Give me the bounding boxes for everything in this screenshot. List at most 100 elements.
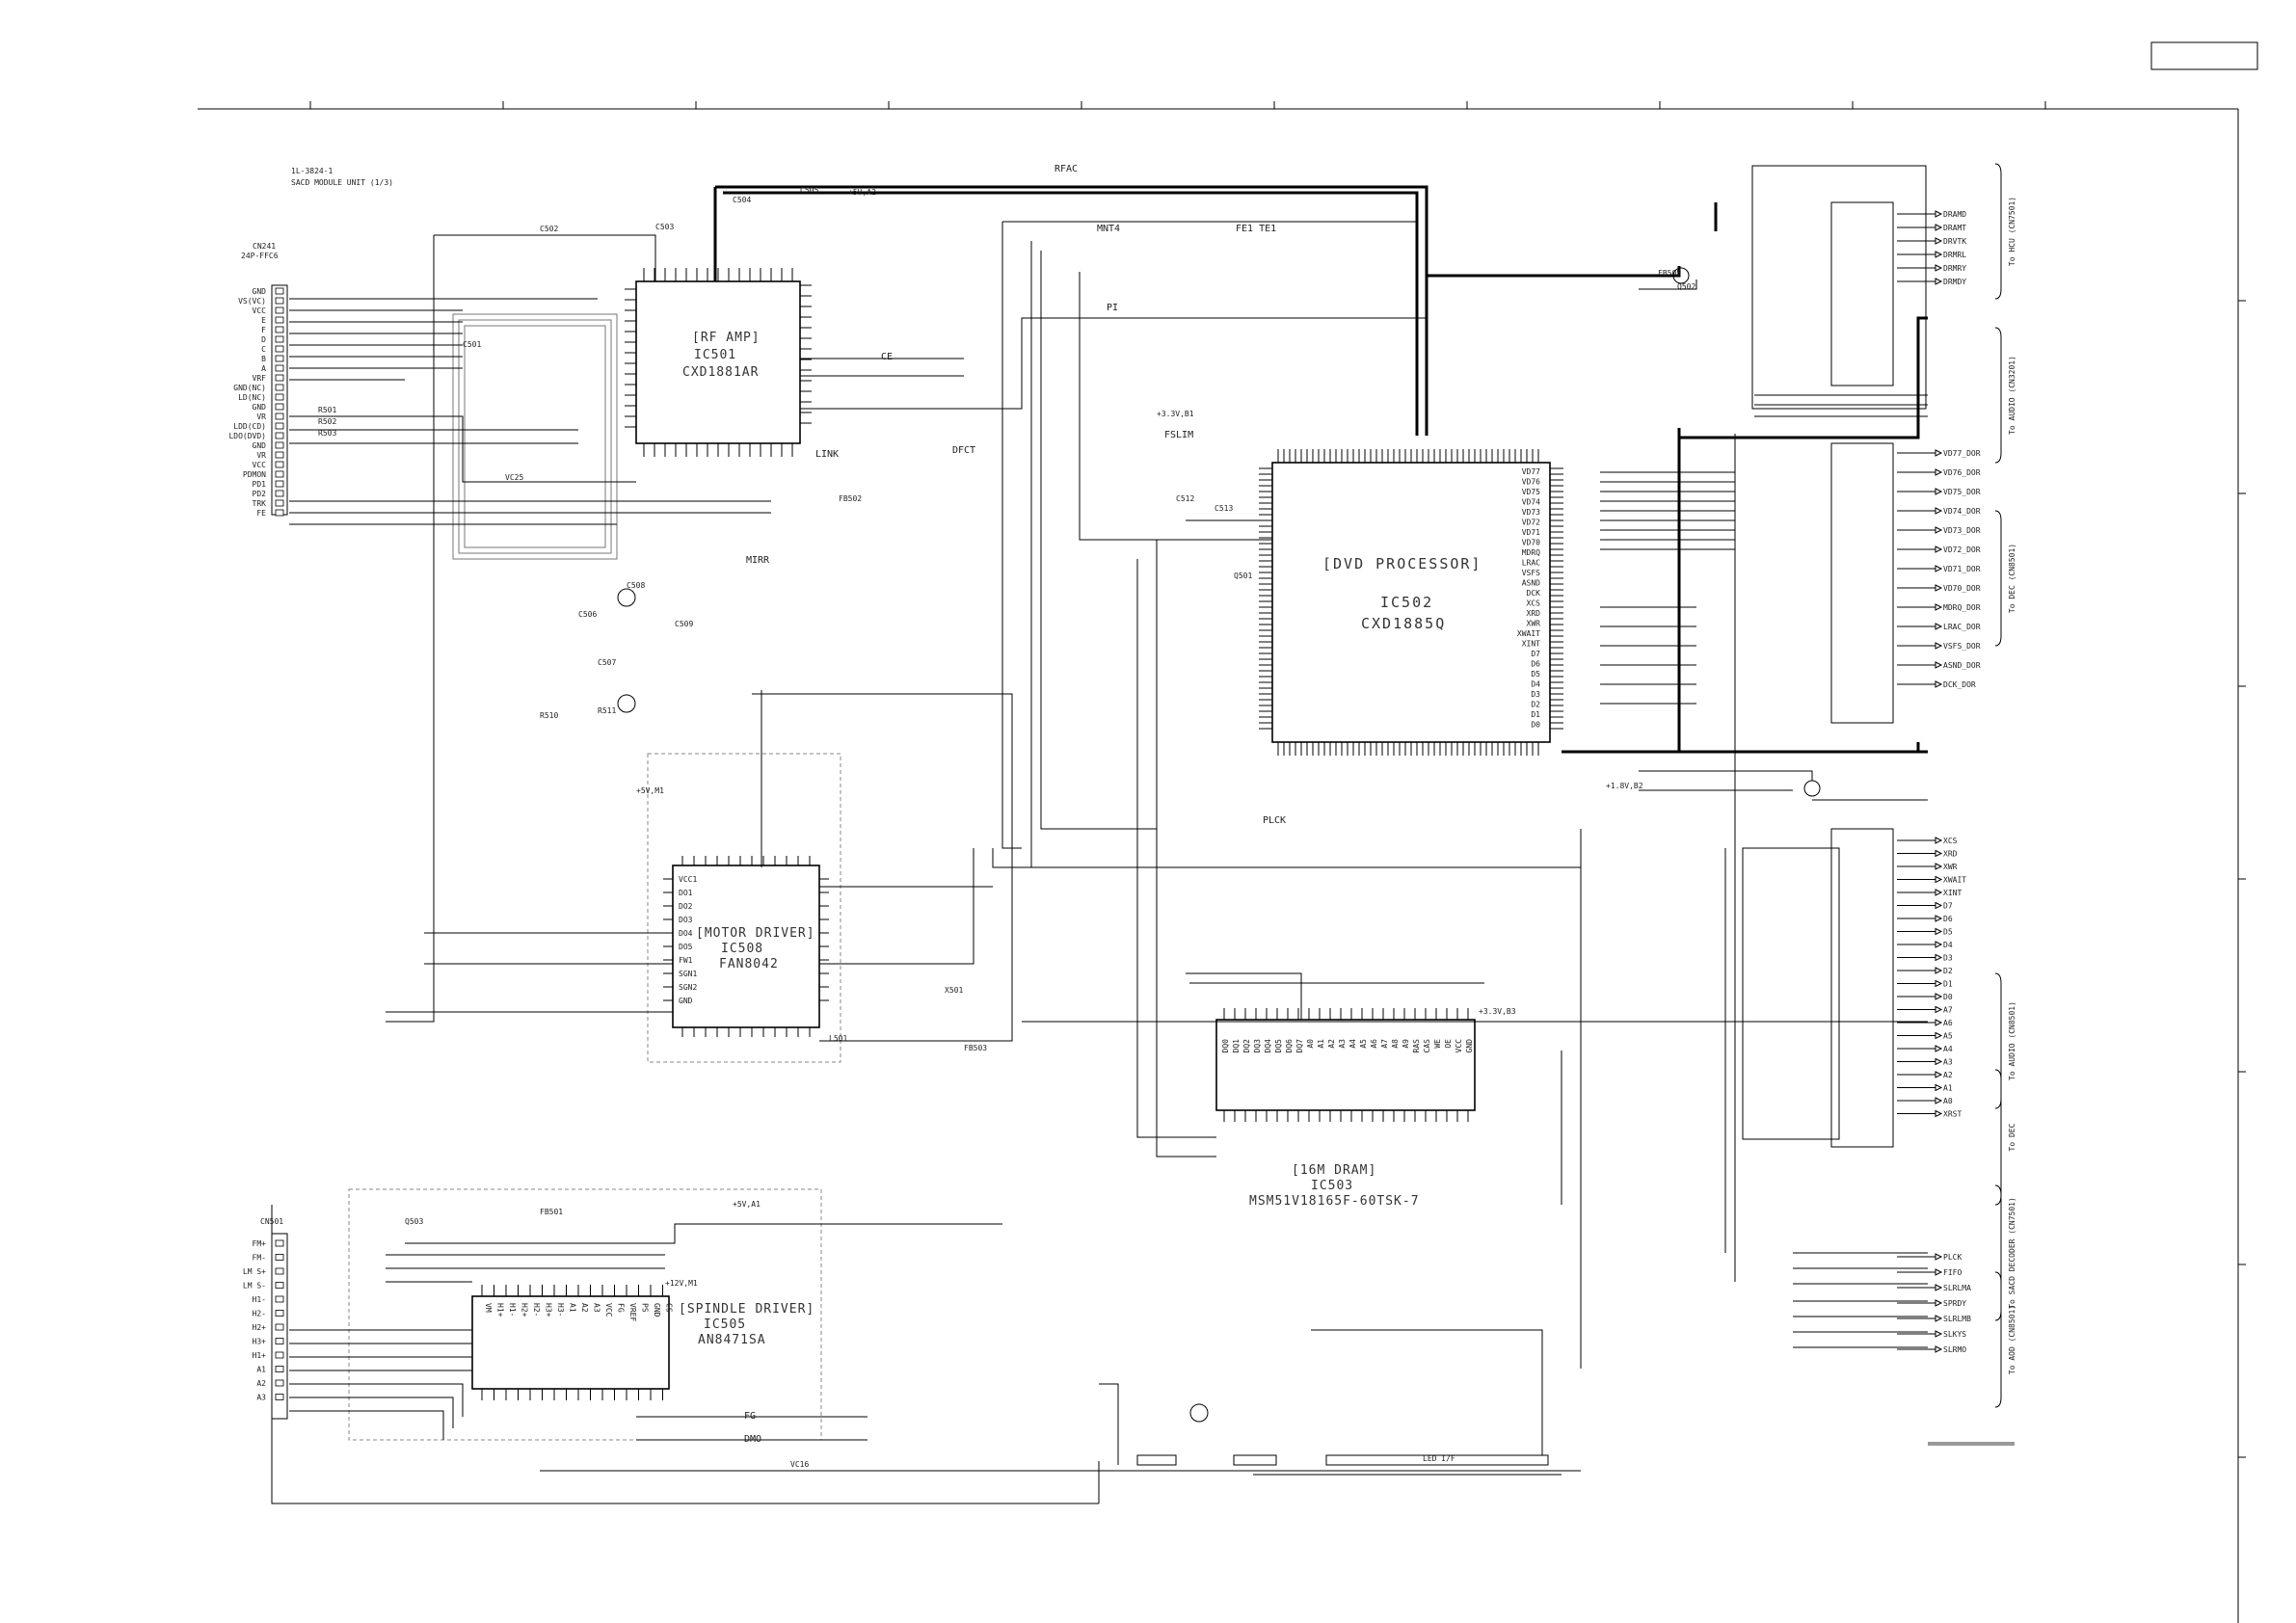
port-arrow	[1935, 863, 1943, 870]
right-signal-label: XINT	[1943, 889, 1962, 897]
ic503-pin-label: RAS	[1412, 1039, 1421, 1053]
cn241-connector: CN241 24P-FFC6 GNDVS(VC)VCCEFDCBAVRFGND(…	[228, 242, 288, 518]
cn501-pin	[275, 1239, 284, 1247]
right-signal-label: DRMRL	[1943, 251, 1966, 259]
side-note: To AOD (CN8501)	[2008, 1305, 2016, 1374]
ic503-pin-label: A8	[1391, 1039, 1400, 1049]
right-signal-label: SLKYS	[1943, 1330, 1966, 1339]
right-signal-label: D6	[1943, 915, 1953, 923]
ic502-pin-label: D7	[1531, 650, 1540, 658]
ic503-pin-label: OE	[1444, 1039, 1453, 1049]
right-signal-label: XRST	[1943, 1110, 1962, 1119]
right-signal-label: A2	[1943, 1071, 1953, 1079]
cn241-pin	[275, 441, 284, 449]
cn241-pin-label: D	[261, 335, 266, 344]
port-arrow	[1935, 1019, 1943, 1026]
brace	[1994, 1184, 2002, 1321]
signal-link: LINK	[815, 449, 839, 460]
cn501-pin-label: H3+	[253, 1338, 267, 1346]
side-note: To SACD DECODER (CN7501)	[2008, 1197, 2016, 1309]
side-note: To HCU (CN7501)	[2008, 197, 2016, 266]
ic502-pin-label: DCK	[1527, 589, 1541, 598]
cn241-type: 24P-FFC6	[241, 252, 279, 260]
port-arrow	[1935, 526, 1943, 534]
ic508-pin-label: DO2	[679, 902, 693, 911]
component-ref: C501	[463, 340, 481, 349]
ic508-pin-label: DO3	[679, 916, 693, 924]
port-arrow	[1935, 979, 1943, 988]
right-signal-label: SLRMO	[1943, 1345, 1966, 1354]
right-signal-label: MDRQ_DOR	[1943, 603, 1981, 612]
component-ref: C513	[1215, 504, 1233, 513]
cn501-pin-label: H2+	[253, 1323, 267, 1332]
cn501-pin-label: FM+	[253, 1239, 267, 1248]
right-signal-label: SPRDY	[1943, 1299, 1966, 1308]
port-arrow	[1935, 849, 1943, 858]
port-arrow	[1935, 210, 1943, 218]
component-ref: Q502	[1677, 282, 1695, 291]
cn241-pin-label: VR	[256, 451, 266, 460]
right-signal-label: A6	[1943, 1019, 1953, 1027]
port-arrow	[1935, 545, 1943, 553]
component-ref: Q503	[405, 1217, 423, 1226]
cn501-pin	[275, 1379, 284, 1387]
side-notes: To HCU (CN7501)To AUDIO (CN3201)To DEC (…	[1994, 163, 2016, 1408]
cn241-pin-label: VRF	[253, 374, 267, 383]
right-signal-label: LRAC_DOR	[1943, 623, 1981, 631]
ic508-pin-label: DO1	[679, 889, 693, 897]
right-signal-label: SLRLMA	[1943, 1284, 1971, 1292]
signal-pi: PI	[1107, 303, 1118, 313]
unit-code: 1L-3824-1	[291, 167, 334, 175]
brace	[1994, 327, 2002, 464]
ic505-pin-label: VREF	[628, 1303, 637, 1321]
cn241-pin	[275, 393, 284, 401]
ic502-pin-label: LRAC	[1522, 559, 1540, 568]
ic508-pin-label: VCC1	[679, 875, 697, 884]
component-ref: X501	[945, 986, 963, 995]
cn501-pin	[275, 1351, 284, 1359]
ic505-pin-label: CS	[665, 1303, 674, 1313]
port-arrow	[1935, 468, 1943, 476]
ic503-pin-label: A4	[1348, 1039, 1357, 1049]
ic502-part: CXD1885Q	[1361, 615, 1446, 632]
ic505-function: [SPINDLE DRIVER]	[679, 1302, 814, 1317]
ic503-pin-label: A9	[1402, 1039, 1410, 1049]
ic508-pin-label: DO4	[679, 929, 693, 938]
right-signal-label: D4	[1943, 941, 1953, 949]
signal-dfct: DFCT	[952, 445, 975, 456]
supply-5v-a1: +5V,A1	[733, 1200, 761, 1209]
port-arrow	[1935, 993, 1943, 1000]
ic502-pin-label: VD72	[1522, 519, 1540, 527]
ic503-pin-label: DQ4	[1264, 1039, 1272, 1053]
supply-18v-b2: +1.8V,B2	[1606, 782, 1643, 790]
signal-fe-te: FE1 TE1	[1236, 224, 1276, 234]
ic502-pin-label: VD73	[1522, 508, 1540, 517]
ic502-pin-label: D0	[1531, 721, 1540, 730]
port-arrow	[1935, 449, 1943, 457]
port-arrow	[1935, 251, 1943, 258]
ic503-ref: IC503	[1311, 1179, 1353, 1193]
side-note: To AUDIO (CN3201)	[2008, 356, 2016, 435]
ic502-pin-label: XINT	[1522, 640, 1540, 649]
port-arrow	[1935, 1345, 1943, 1353]
spindle-area	[348, 1188, 822, 1441]
component-ref: C504	[733, 196, 751, 204]
ic503-pin-label: A7	[1380, 1039, 1389, 1049]
right-signal-label: DRMRY	[1943, 264, 1966, 273]
supply-33v-b3: +3.3V,B3	[1479, 1007, 1516, 1016]
side-note: To DEC	[2008, 1123, 2016, 1151]
signal-dmo: DMO	[744, 1434, 761, 1445]
port-arrow	[1935, 915, 1943, 922]
cn241-pin	[275, 509, 284, 517]
ic501-body	[635, 280, 801, 444]
right-signal-label: VD71_DOR	[1943, 565, 1981, 573]
right-signal-label: D3	[1943, 954, 1953, 963]
ic508-pin-label: DO5	[679, 943, 693, 951]
cn241-pin	[275, 470, 284, 478]
port-arrow	[1935, 278, 1943, 285]
port-arrow	[1935, 661, 1943, 669]
right-signal-label: D2	[1943, 967, 1953, 975]
port-arrow	[1935, 507, 1943, 515]
cn501-pin	[275, 1394, 284, 1400]
